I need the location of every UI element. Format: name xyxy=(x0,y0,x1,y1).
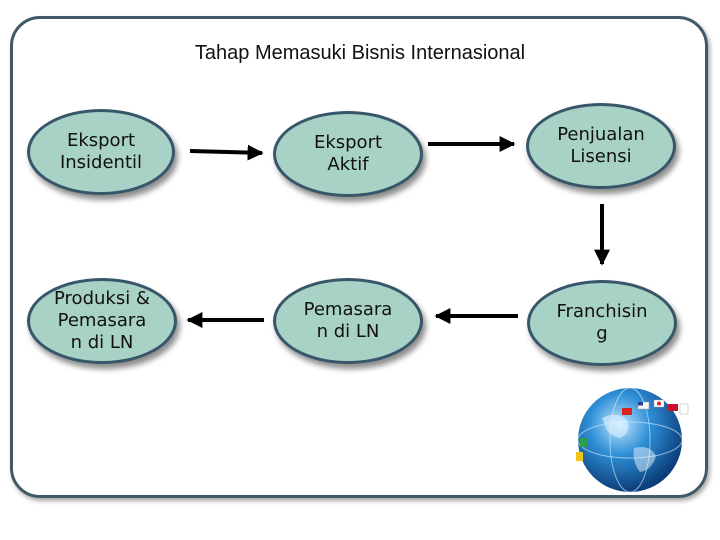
node-eksport-insidentil: Eksport Insidentil xyxy=(27,109,175,195)
node-label: Produksi & Pemasara n di LN xyxy=(54,288,150,353)
node-label: Pemasara n di LN xyxy=(303,299,393,342)
node-pemasaran-ln: Pemasara n di LN xyxy=(273,278,423,364)
node-label: Eksport Insidentil xyxy=(59,130,143,173)
node-franchising: Franchisin g xyxy=(527,280,677,366)
node-penjualan-lisensi: Penjualan Lisensi xyxy=(526,103,676,189)
globe-icon xyxy=(576,387,689,493)
node-eksport-aktif: Eksport Aktif xyxy=(273,111,423,197)
node-label: Franchisin g xyxy=(556,301,648,344)
node-label: Eksport Aktif xyxy=(313,132,383,175)
node-label: Penjualan Lisensi xyxy=(557,124,645,167)
diagram-frame xyxy=(10,16,708,498)
node-produksi-pemasaran-ln: Produksi & Pemasara n di LN xyxy=(27,278,177,364)
arrow-insidentil-to-aktif xyxy=(189,144,264,161)
diagram-title: Tahap Memasuki Bisnis Internasional xyxy=(194,42,526,64)
